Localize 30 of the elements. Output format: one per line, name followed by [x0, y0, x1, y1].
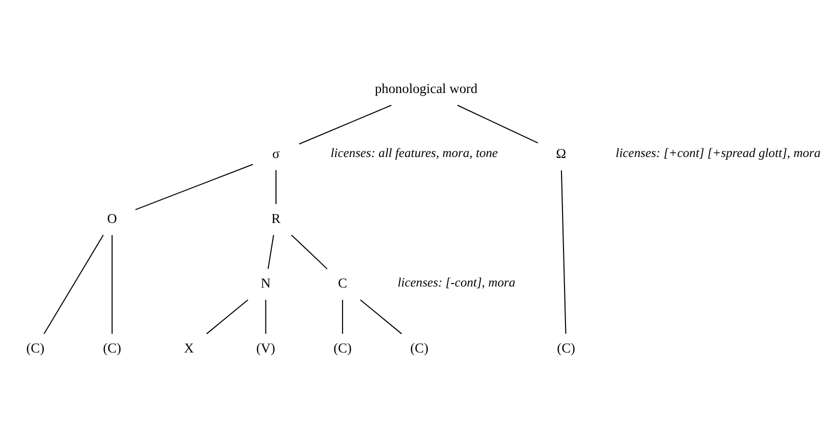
connector [342, 300, 344, 334]
node-text: σ [272, 146, 280, 161]
node-text: R [271, 210, 281, 226]
connector [298, 104, 392, 144]
node-label: licenses: [-cont], mora [398, 275, 516, 290]
node-label: licenses: [+cont] [+spread glott], mora [616, 146, 820, 160]
node-text: Ω [556, 146, 566, 161]
connector [268, 234, 274, 270]
node-label: licenses: all features, mora, tone [330, 146, 498, 160]
connector [291, 234, 328, 270]
connector [457, 104, 538, 144]
node-text: O [107, 210, 118, 226]
node-text: C [338, 276, 348, 291]
node-text: (C) [557, 340, 576, 356]
node-text: (C) [103, 340, 122, 356]
node-text: N [260, 276, 271, 291]
node-text: X [184, 340, 194, 356]
node-text: (C) [333, 340, 352, 356]
node-text: (C) [410, 340, 428, 356]
connector [135, 164, 254, 210]
connector [44, 234, 104, 334]
node-text: (C) [26, 340, 44, 356]
connector [360, 299, 402, 334]
connector [112, 235, 113, 334]
node-text: (V) [256, 340, 276, 356]
node-text: phonological word [374, 81, 478, 96]
connector [206, 299, 248, 334]
connector [275, 170, 276, 204]
connector [560, 170, 566, 334]
connector [265, 300, 266, 334]
